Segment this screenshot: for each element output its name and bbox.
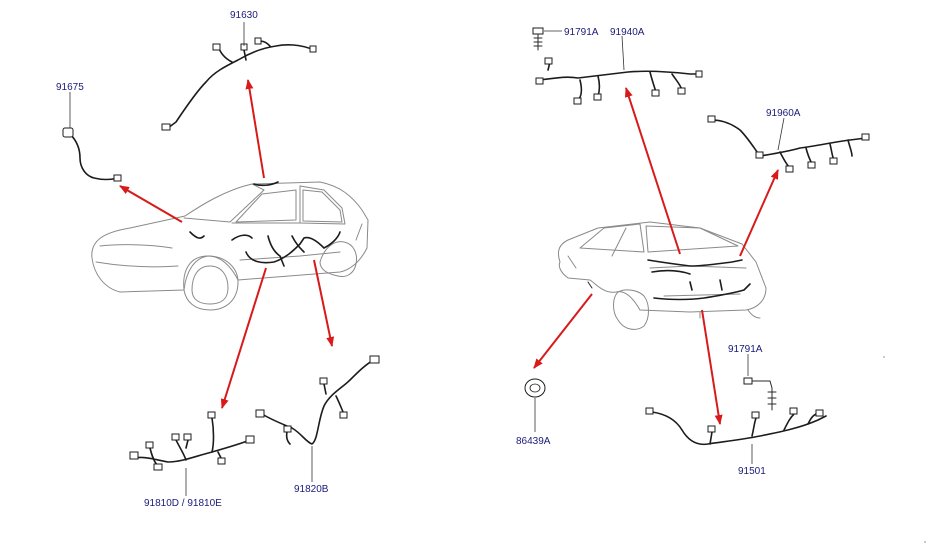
arrow-to-86439a (533, 293, 593, 369)
arrow-to-91675 (119, 185, 183, 223)
label-91940a: 91940A (610, 27, 645, 38)
front-car-outline (91, 181, 369, 311)
harness-91630 (161, 37, 317, 131)
harness-91960a (707, 115, 870, 173)
leader-lines (69, 22, 785, 496)
rear-car-wiring (587, 259, 751, 301)
part-labels: 91630 91675 91810D / 91810E 91820B 91791… (56, 10, 801, 509)
harness-91675 (62, 127, 122, 182)
callout-arrows (119, 79, 779, 425)
arrow-to-91820b (313, 259, 335, 347)
arrow-to-91940a (624, 87, 681, 255)
clip-91791a-bottom (743, 377, 777, 411)
grommet-86439a (524, 378, 546, 398)
label-91820b: 91820B (294, 484, 329, 495)
front-car-wiring (189, 181, 341, 267)
harness-91501 (645, 407, 827, 446)
label-86439a: 86439A (516, 436, 551, 447)
harness-91810 (129, 411, 255, 471)
label-91675: 91675 (56, 82, 84, 93)
harness-91940a (535, 57, 703, 105)
label-91810: 91810D / 91810E (144, 498, 222, 509)
harness-91820b (255, 355, 380, 445)
arrow-to-91960a (739, 169, 779, 257)
label-91501: 91501 (738, 466, 766, 477)
margin-marks (883, 356, 926, 543)
label-91630: 91630 (230, 10, 258, 21)
arrow-to-91501 (701, 309, 723, 425)
clip-91791a-top (532, 27, 544, 51)
label-91791a-bottom: 91791A (728, 344, 763, 355)
rear-car-outline (557, 221, 767, 330)
label-91791a-top: 91791A (564, 27, 599, 38)
label-91960a: 91960A (766, 108, 801, 119)
arrow-to-91810 (220, 267, 267, 409)
arrow-to-91630 (245, 79, 265, 179)
